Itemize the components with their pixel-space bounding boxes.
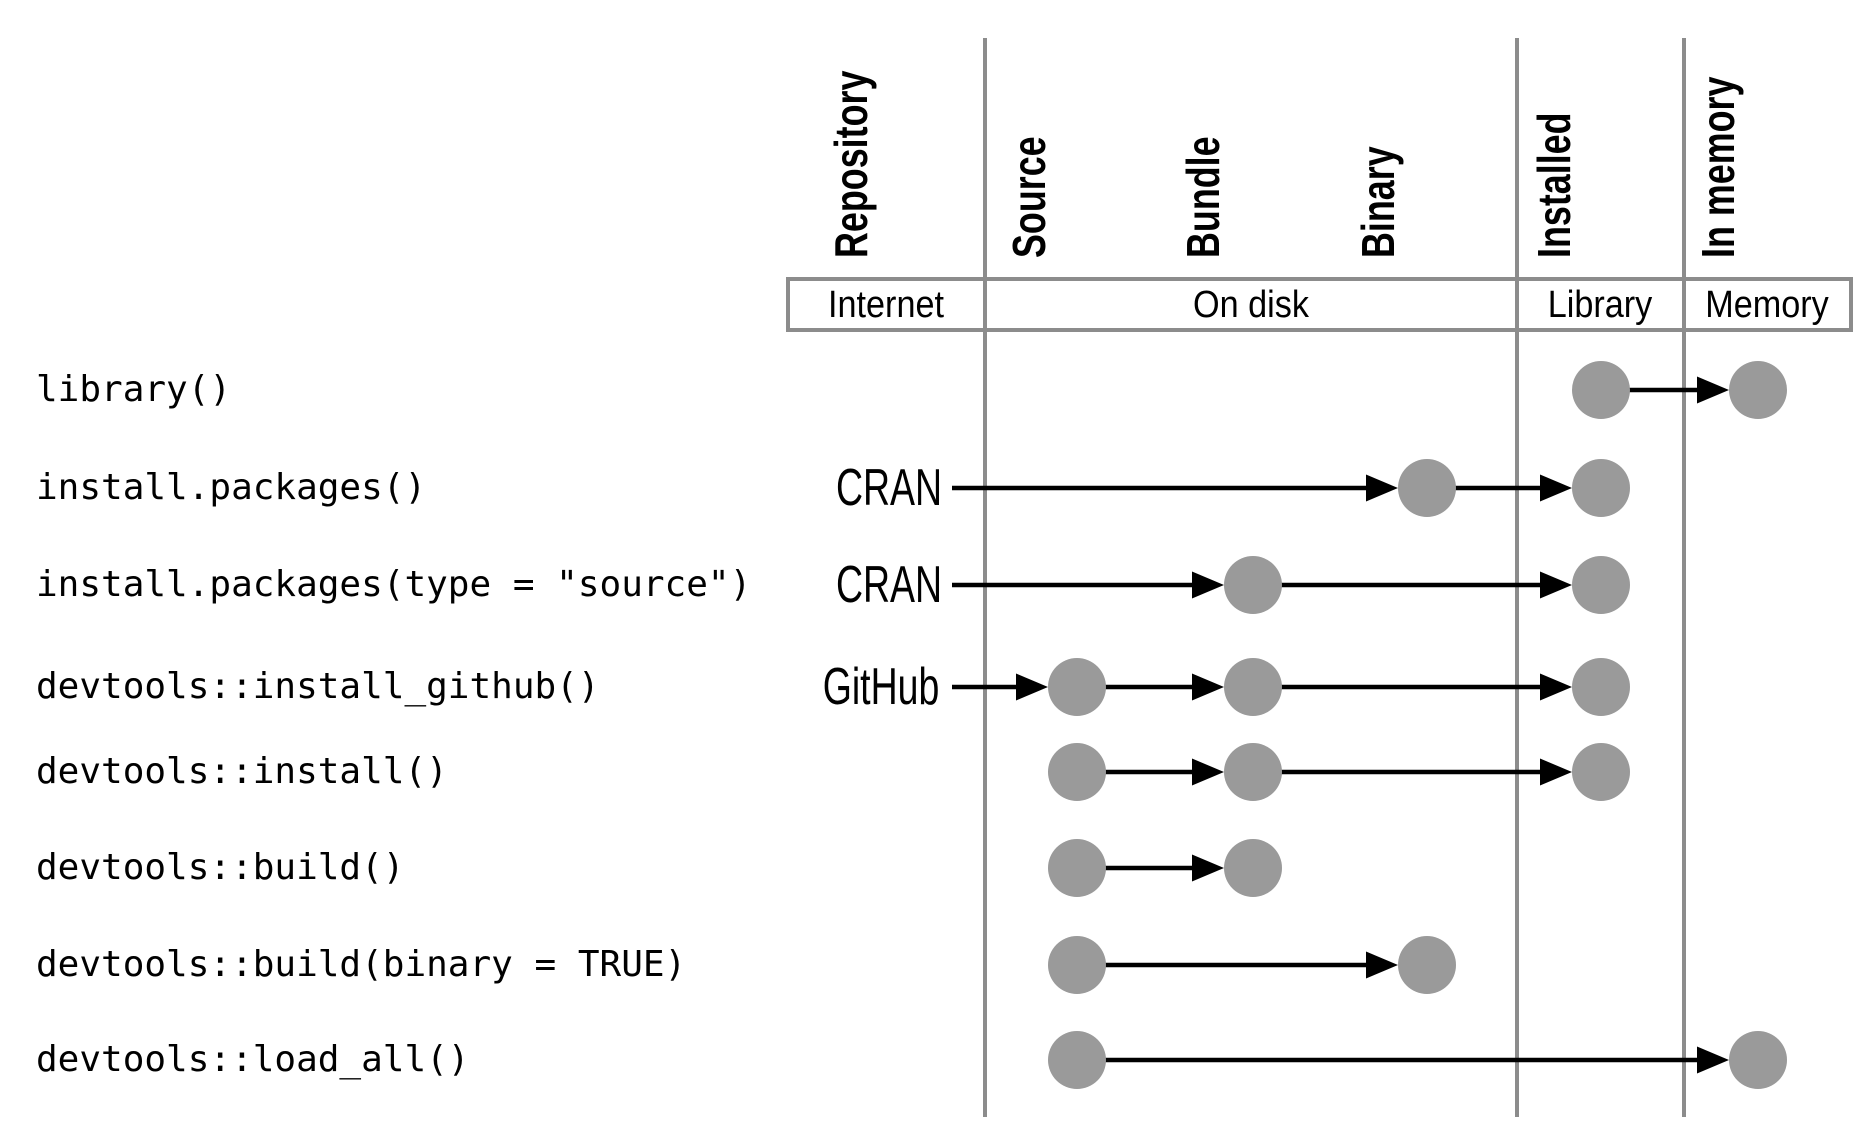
repo-label-github: GitHub [822,658,940,716]
state-dot-installed [1572,556,1630,614]
state-dot-installed [1572,459,1630,517]
function-label: install.packages() [36,467,427,508]
transition-arrowhead [1366,951,1398,979]
state-dot-installed [1572,743,1630,801]
transition-arrowhead [1192,571,1224,599]
state-dot-binary [1398,459,1456,517]
state-dot-in_memory [1729,361,1787,419]
column-header-installed: Installed [1528,112,1580,258]
state-dot-in_memory [1729,1031,1787,1089]
state-dot-installed [1572,361,1630,419]
repo-label-cran: CRAN [835,459,943,517]
transition-arrowhead [1540,673,1572,701]
function-label: devtools::install() [36,751,448,792]
zone-label-internet: Internet [828,284,944,326]
state-dot-bundle [1224,658,1282,716]
zone-label-memory: Memory [1705,284,1829,326]
zone-box [786,277,1853,332]
state-dot-bundle [1224,556,1282,614]
column-header-binary: Binary [1352,146,1404,258]
transition-arrowhead [1192,758,1224,786]
state-dot-bundle [1224,743,1282,801]
transition-arrowhead [1540,758,1572,786]
function-label: devtools::build() [36,847,405,888]
column-header-repository: Repository [825,70,877,258]
transition-arrowhead [1366,474,1398,502]
function-label: library() [36,369,232,410]
column-header-bundle: Bundle [1177,136,1229,258]
state-dot-source [1048,936,1106,994]
state-dot-binary [1398,936,1456,994]
transition-arrowhead [1540,571,1572,599]
column-header-source: Source [1003,136,1055,258]
column-header-in-memory: In memory [1692,76,1744,259]
repo-label-cran: CRAN [835,556,943,614]
zone-label-library: Library [1547,284,1653,326]
transition-arrowhead [1192,854,1224,882]
function-label: install.packages(type = "source") [36,564,752,605]
function-label: devtools::install_github() [36,666,600,707]
transition-arrowhead [1192,673,1224,701]
transition-arrowhead [1016,673,1048,701]
transition-arrowhead [1540,474,1572,502]
state-dot-installed [1572,658,1630,716]
transition-arrowhead [1697,376,1729,404]
state-dot-source [1048,839,1106,897]
state-dot-source [1048,743,1106,801]
state-dot-bundle [1224,839,1282,897]
transition-arrowhead [1697,1046,1729,1074]
state-dot-source [1048,1031,1106,1089]
function-label: devtools::build(binary = TRUE) [36,944,687,985]
state-dot-source [1048,658,1106,716]
function-label: devtools::load_all() [36,1039,470,1080]
zone-label-on-disk: On disk [1193,284,1309,326]
